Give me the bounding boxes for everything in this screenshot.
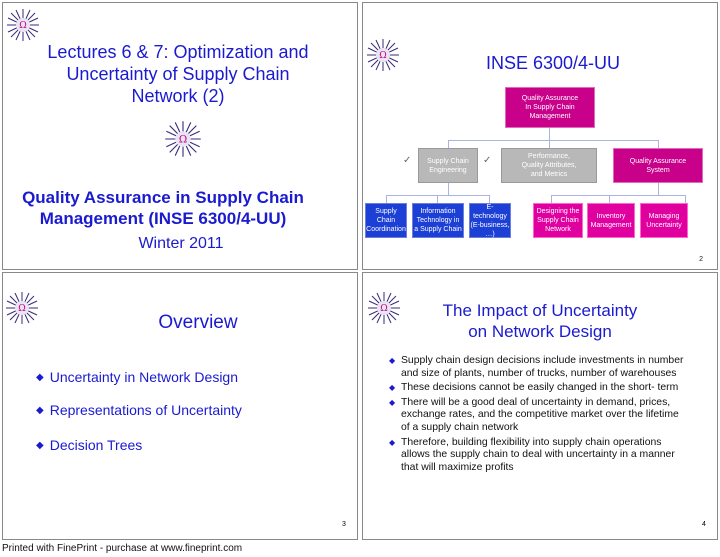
slide4-title: The Impact of Uncertainty on Network Des… xyxy=(380,300,700,342)
impact-bullet-list: ◆Supply chain design decisions include i… xyxy=(389,355,689,476)
svg-text:Ω: Ω xyxy=(179,134,187,145)
slide-1: Ω Lectures 6 & 7: Optimization and Uncer… xyxy=(2,2,358,270)
course-subtitle: Quality Assurance in Supply Chain Manage… xyxy=(3,187,323,229)
slide-4 xyxy=(362,272,718,540)
impact-bullet: ◆There will be a good deal of uncertaint… xyxy=(389,396,679,433)
page-number: 3 xyxy=(342,521,346,528)
logo-omega: Ω xyxy=(19,21,26,31)
svg-text:Ω: Ω xyxy=(379,51,386,61)
impact-bullet: ◆Therefore, building flexibility into su… xyxy=(389,436,675,473)
slide1-title-line2: Uncertainty of Supply Chain xyxy=(66,64,290,84)
overview-bullet: ◆Decision Trees xyxy=(36,437,143,453)
concordia-omega-logo-center-icon: Ω xyxy=(163,119,203,159)
svg-text:Ω: Ω xyxy=(18,304,25,314)
concordia-omega-logo-icon: Ω xyxy=(5,7,41,43)
page-number: 2 xyxy=(699,256,703,263)
overview-bullet: ◆Uncertainty in Network Design xyxy=(36,369,238,385)
course-subtitle-line1: Quality Assurance in Supply Chain xyxy=(22,188,304,207)
diamond-bullet-icon: ◆ xyxy=(36,440,44,451)
overview-bullet: ◆Representations of Uncertainty xyxy=(36,402,242,418)
page-number: 4 xyxy=(702,521,706,528)
diamond-bullet-icon: ◆ xyxy=(389,397,396,407)
concordia-omega-logo-icon: Ω xyxy=(4,290,40,326)
print-footer: Printed with FinePrint - purchase at www… xyxy=(2,543,243,554)
course-subtitle-line2: Management (INSE 6300/4-UU) xyxy=(39,209,287,228)
slide1-title: Lectures 6 & 7: Optimization and Uncerta… xyxy=(23,41,333,107)
org-leaf-e-technology: E-technology(E-business,…) xyxy=(469,203,511,238)
diamond-bullet-icon: ◆ xyxy=(389,383,396,393)
slide4-title-line2: on Network Design xyxy=(468,322,612,341)
concordia-omega-logo-icon: Ω xyxy=(366,290,402,326)
svg-text:Ω: Ω xyxy=(380,304,387,314)
checkmark-icon: ✓ xyxy=(403,155,412,166)
org-node-performance-metrics: Performance,Quality Attributes,and Metri… xyxy=(501,148,597,183)
slide4-title-line1: The Impact of Uncertainty xyxy=(442,301,638,320)
concordia-omega-logo-icon: Ω xyxy=(365,37,401,73)
slide1-title-line1: Lectures 6 & 7: Optimization and xyxy=(47,42,309,62)
slide2-title: INSE 6300/4-UU xyxy=(485,53,621,73)
diamond-bullet-icon: ◆ xyxy=(389,356,396,365)
term-label: Winter 2011 xyxy=(138,235,224,252)
diamond-bullet-icon: ◆ xyxy=(36,372,44,383)
diamond-bullet-icon: ◆ xyxy=(36,405,44,416)
diamond-bullet-icon: ◆ xyxy=(389,437,396,447)
impact-bullet: ◆Supply chain design decisions include i… xyxy=(389,355,684,379)
impact-bullet: ◆These decisions cannot be easily change… xyxy=(389,382,679,394)
slide1-title-line3: Network (2) xyxy=(131,86,225,106)
slide-3 xyxy=(2,272,358,540)
slide3-title: Overview xyxy=(158,312,238,333)
checkmark-icon: ✓ xyxy=(483,155,492,166)
